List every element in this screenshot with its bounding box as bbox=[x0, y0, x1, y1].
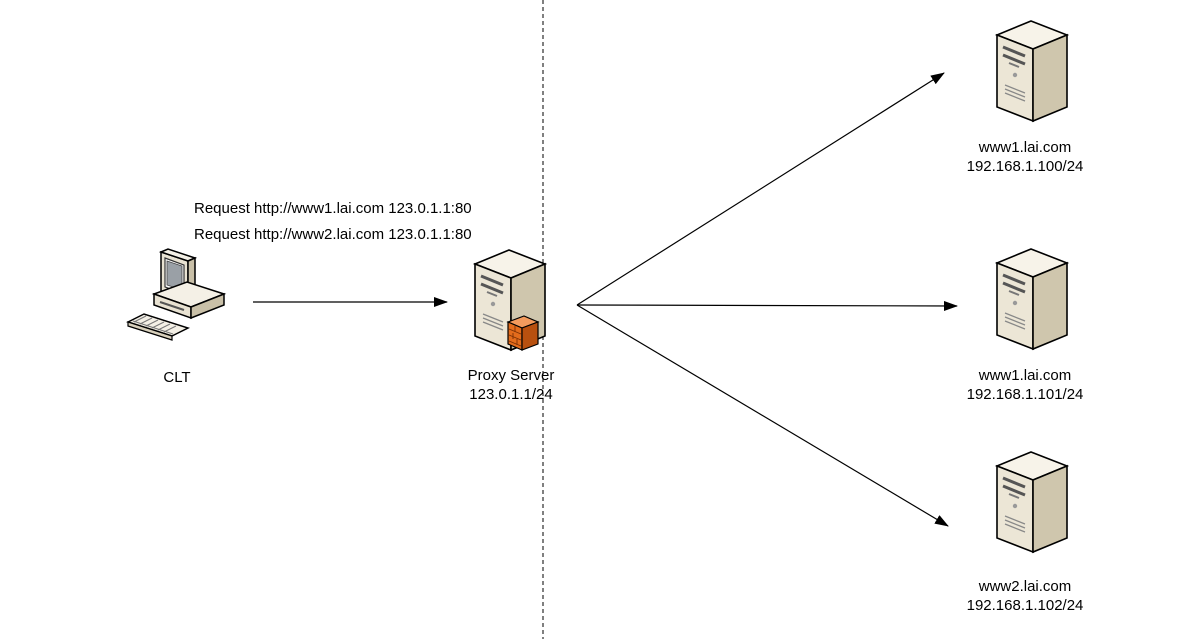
proxy-ip-label: 123.0.1.1/24 bbox=[469, 386, 553, 403]
server-icon bbox=[995, 19, 1069, 123]
proxy-to-backend-1-arrow bbox=[576, 72, 945, 306]
backend-1-ip-label: 192.168.1.100/24 bbox=[966, 158, 1084, 175]
proxy-to-backend-2-arrow bbox=[576, 300, 958, 311]
request-annotation-1: Request http://www1.lai.com 123.0.1.1:80 bbox=[194, 200, 472, 217]
request-annotation-2: Request http://www2.lai.com 123.0.1.1:80 bbox=[194, 226, 472, 243]
server-icon bbox=[995, 450, 1069, 554]
backend-2-host-label: www1.lai.com bbox=[978, 367, 1072, 384]
proxy-server-firewall-icon bbox=[473, 248, 547, 352]
desktop-computer-icon bbox=[126, 248, 227, 341]
proxy-to-backend-3-arrow bbox=[576, 304, 949, 527]
backend-1-host-label: www1.lai.com bbox=[978, 139, 1072, 156]
backend-2-ip-label: 192.168.1.101/24 bbox=[966, 386, 1084, 403]
client-label: CLT bbox=[163, 369, 191, 386]
backend-3-host-label: www2.lai.com bbox=[978, 578, 1072, 595]
proxy-name-label: Proxy Server bbox=[467, 367, 555, 384]
server-icon bbox=[995, 247, 1069, 351]
backend-3-ip-label: 192.168.1.102/24 bbox=[966, 597, 1084, 614]
